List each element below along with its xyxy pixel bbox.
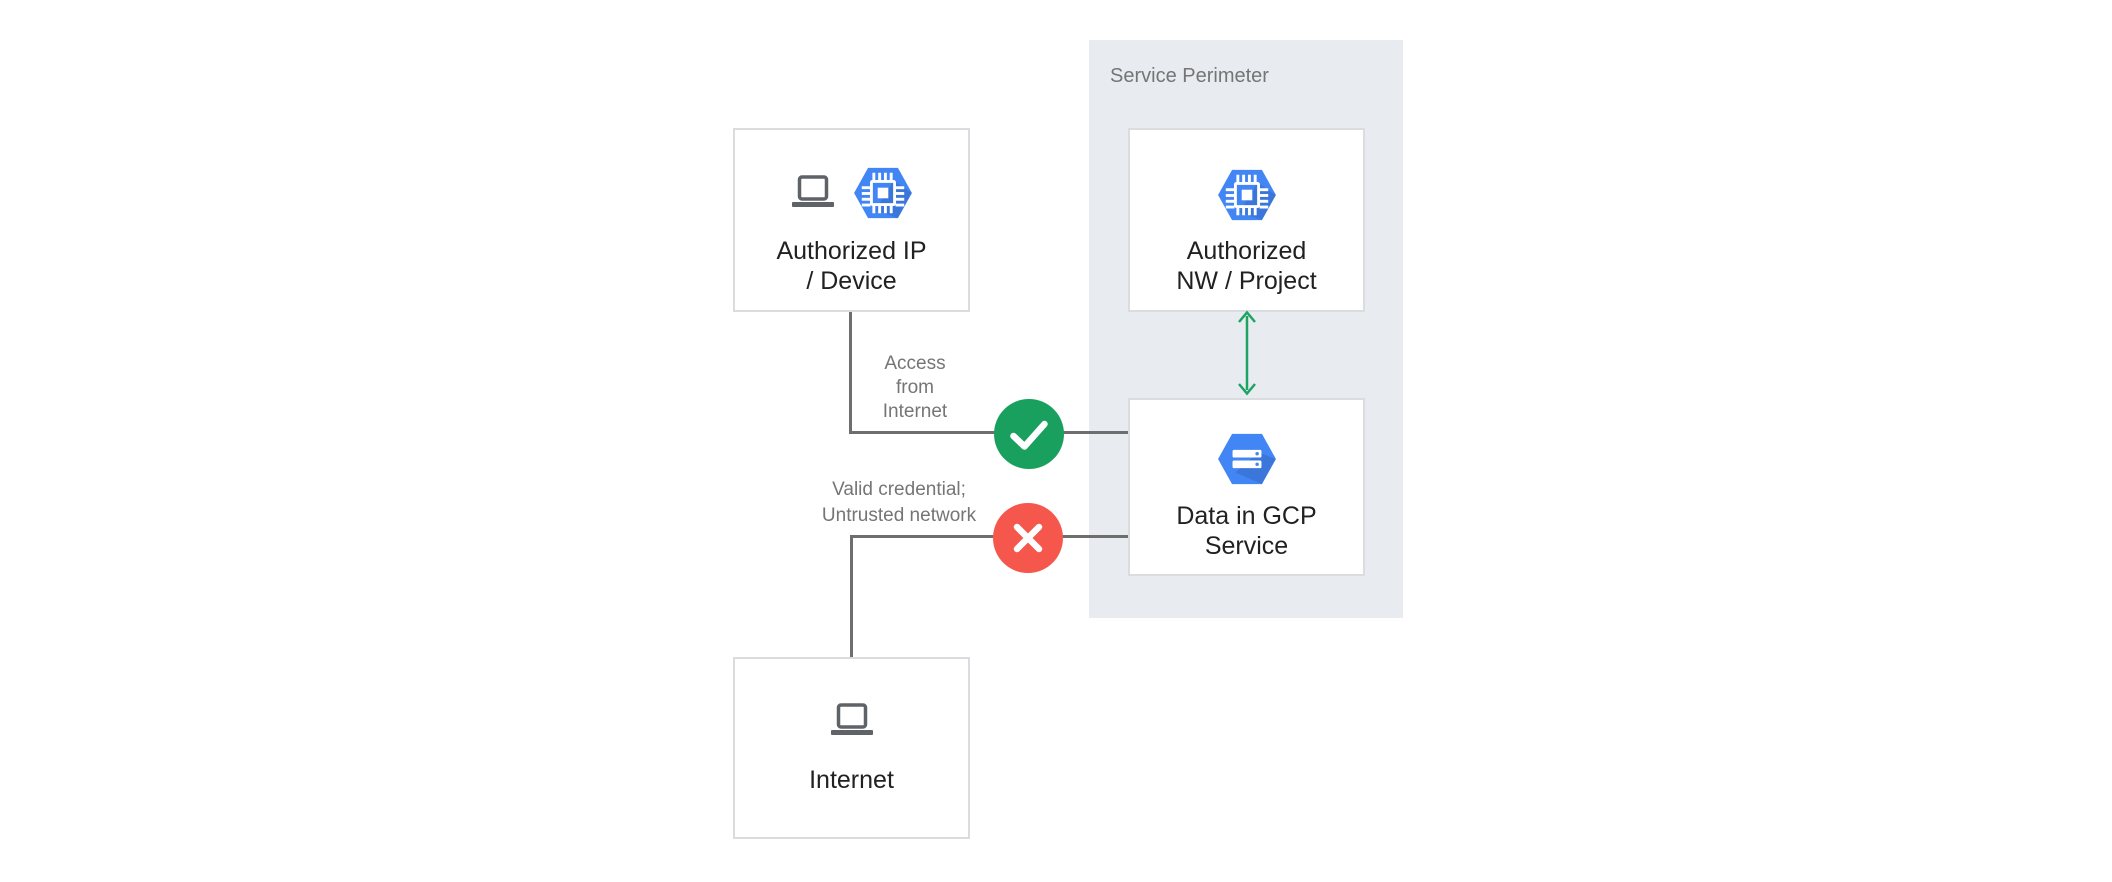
node-data-in-gcp-service: Data in GCP Service (1128, 398, 1365, 576)
gcp-storage-hexagon-icon (1216, 432, 1278, 491)
connector-access-vertical (849, 310, 852, 434)
node-authorized-ip-device: Authorized IP / Device (733, 128, 970, 312)
laptop-icon (790, 175, 836, 216)
connector-access-horizontal (849, 431, 1128, 434)
service-perimeter-label: Service Perimeter (1110, 65, 1269, 87)
x-icon (993, 503, 1063, 573)
gcp-chip-hexagon-icon (852, 166, 914, 225)
node-label-authorized-nw-project: Authorized NW / Project (1176, 237, 1317, 295)
node-label-authorized-ip-device: Authorized IP / Device (776, 237, 927, 295)
gcp-chip-hexagon-icon (1216, 168, 1278, 227)
node-label-internet: Internet (809, 766, 894, 794)
double-arrow-icon (1234, 309, 1260, 397)
connector-untrusted-horizontal (850, 535, 1128, 538)
node-authorized-nw-project: Authorized NW / Project (1128, 128, 1365, 312)
valid-credential-label: Valid credential; Untrusted network (821, 479, 977, 526)
node-internet: Internet (733, 657, 970, 839)
connector-untrusted-vertical (850, 535, 853, 658)
node-label-data-in-gcp-service: Data in GCP Service (1176, 502, 1317, 560)
laptop-icon (829, 703, 875, 744)
check-icon (994, 399, 1064, 469)
access-from-internet-label: Access from Internet (882, 353, 948, 422)
